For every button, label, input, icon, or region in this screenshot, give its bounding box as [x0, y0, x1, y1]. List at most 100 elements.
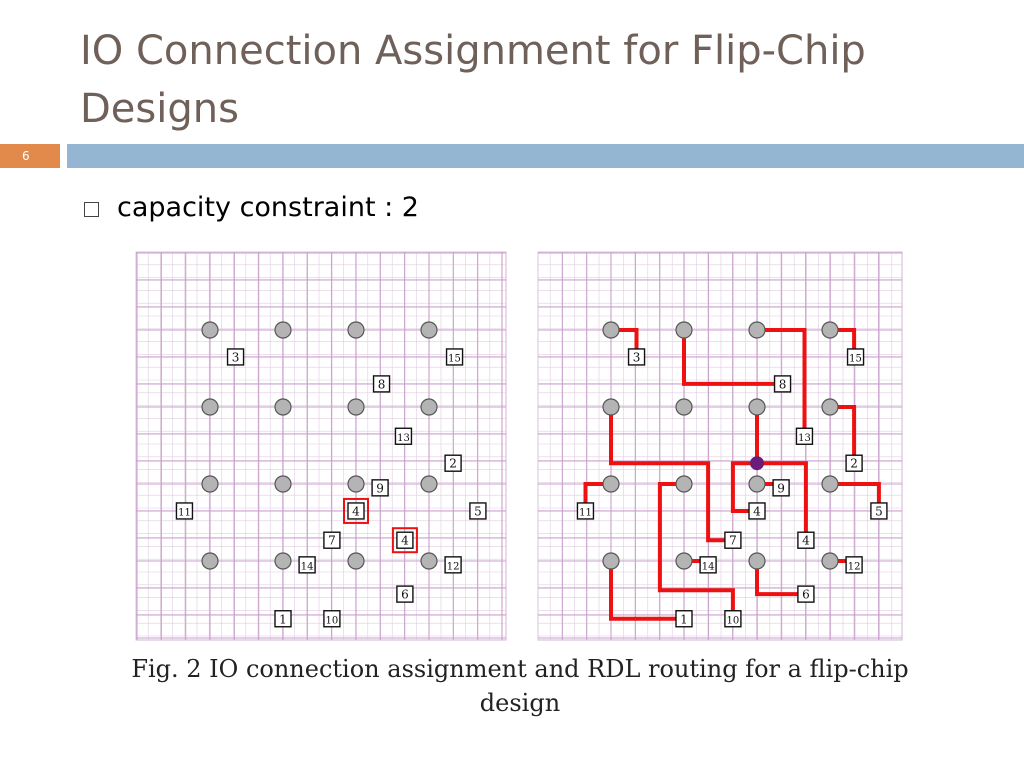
pad-label: 2	[449, 457, 457, 471]
pad-label: 7	[729, 534, 737, 548]
io-pad: 8	[773, 375, 792, 393]
bump-ball	[675, 552, 693, 570]
pad-box	[372, 375, 391, 393]
io-pad: 14	[699, 556, 717, 574]
bump-ball	[675, 475, 693, 493]
pad-box	[371, 479, 389, 497]
bump-ball	[347, 398, 365, 416]
pad-box	[845, 454, 863, 472]
pad-box	[795, 427, 814, 445]
bump-ball	[602, 321, 620, 339]
rdl-route	[682, 328, 785, 386]
pad-label: 13	[798, 433, 811, 444]
pad-box	[576, 502, 595, 520]
pad-label: 4	[802, 534, 810, 548]
bump-ball	[274, 398, 292, 416]
rdl-route	[609, 559, 686, 621]
rdl-route	[755, 461, 808, 543]
pad-box	[870, 502, 888, 520]
pad-label: 8	[779, 377, 787, 391]
io-pad: 2	[444, 454, 462, 472]
rdl-route	[755, 328, 807, 439]
pad-label: 9	[376, 481, 384, 495]
bump-ball	[821, 552, 839, 570]
pad-box	[773, 375, 792, 393]
io-pad: 4	[343, 497, 369, 524]
pad-label: 12	[447, 561, 460, 572]
pad-label: 7	[328, 534, 336, 548]
rdl-route	[657, 482, 735, 621]
title-underline-bar	[67, 144, 1024, 168]
io-pad: 4	[748, 502, 766, 520]
slide-title: IO Connection Assignment for Flip-Chip D…	[80, 22, 1000, 138]
bump-ball	[602, 552, 620, 570]
pad-label: 14	[702, 561, 715, 572]
pad-label: 15	[448, 353, 461, 364]
pad-label: 4	[401, 534, 409, 548]
pad-box	[323, 531, 341, 549]
io-pad: 1	[675, 610, 693, 628]
io-pad: 2	[845, 454, 863, 472]
rdl-route	[828, 482, 881, 513]
io-pad: 9	[371, 479, 389, 497]
bump-ball	[420, 552, 438, 570]
bump-ball	[602, 475, 620, 493]
io-pad: 8	[372, 375, 391, 393]
slide-title-line2: Designs	[80, 86, 239, 132]
pad-box	[627, 348, 646, 366]
pad-label: 9	[777, 481, 785, 495]
pad-label: 3	[232, 350, 240, 364]
pad-box	[394, 427, 413, 445]
pad-box	[347, 502, 365, 520]
caption-line1: Fig. 2 IO connection assignment and RDL …	[131, 655, 909, 683]
pad-box	[226, 348, 245, 366]
pad-label: 4	[352, 504, 360, 518]
pad-box	[469, 502, 487, 520]
bump-ball	[748, 321, 766, 339]
io-pad: 4	[391, 527, 418, 554]
pad-box	[445, 348, 464, 366]
io-pad: 3	[627, 348, 646, 366]
pad-box	[175, 502, 194, 520]
io-pad: 15	[445, 348, 464, 366]
pad-label: 13	[397, 433, 410, 444]
io-pad: 15	[846, 348, 865, 366]
io-pad: 7	[724, 531, 742, 549]
bump-ball	[201, 475, 219, 493]
bump-ball	[748, 552, 766, 570]
pad-box	[699, 556, 717, 574]
caption-line2: design	[479, 689, 561, 717]
route-junction-dot	[750, 456, 764, 471]
slide-number-bar: 6	[0, 144, 60, 168]
pad-box	[444, 556, 462, 574]
pad-label: 10	[326, 615, 339, 626]
rdl-route	[755, 559, 808, 597]
slide-number: 6	[22, 149, 30, 163]
pad-label: 5	[875, 504, 883, 518]
bump-ball	[201, 552, 219, 570]
pad-box	[846, 348, 865, 366]
bump-ball	[420, 398, 438, 416]
pad-label: 1	[680, 612, 688, 626]
pad-box	[323, 610, 341, 628]
pad-label: 14	[301, 561, 314, 572]
io-pad: 9	[772, 479, 790, 497]
bump-ball	[748, 398, 766, 416]
pad-label: 11	[579, 507, 592, 518]
grid-major	[538, 252, 902, 640]
bullet-text: capacity constraint : 2	[117, 192, 419, 223]
diagram-border	[135, 251, 507, 641]
bump-ball	[347, 321, 365, 339]
io-pad: 13	[394, 427, 413, 445]
pad-box	[396, 531, 414, 549]
pad-box	[724, 610, 742, 628]
diagram-border	[537, 251, 903, 641]
pad-box	[772, 479, 790, 497]
bump-ball	[821, 321, 839, 339]
grid-minor	[135, 251, 506, 640]
pad-highlight	[343, 497, 369, 524]
figure-caption: Fig. 2 IO connection assignment and RDL …	[120, 652, 920, 720]
io-pad: 10	[724, 610, 742, 628]
bullet-item: capacity constraint : 2	[84, 192, 419, 223]
